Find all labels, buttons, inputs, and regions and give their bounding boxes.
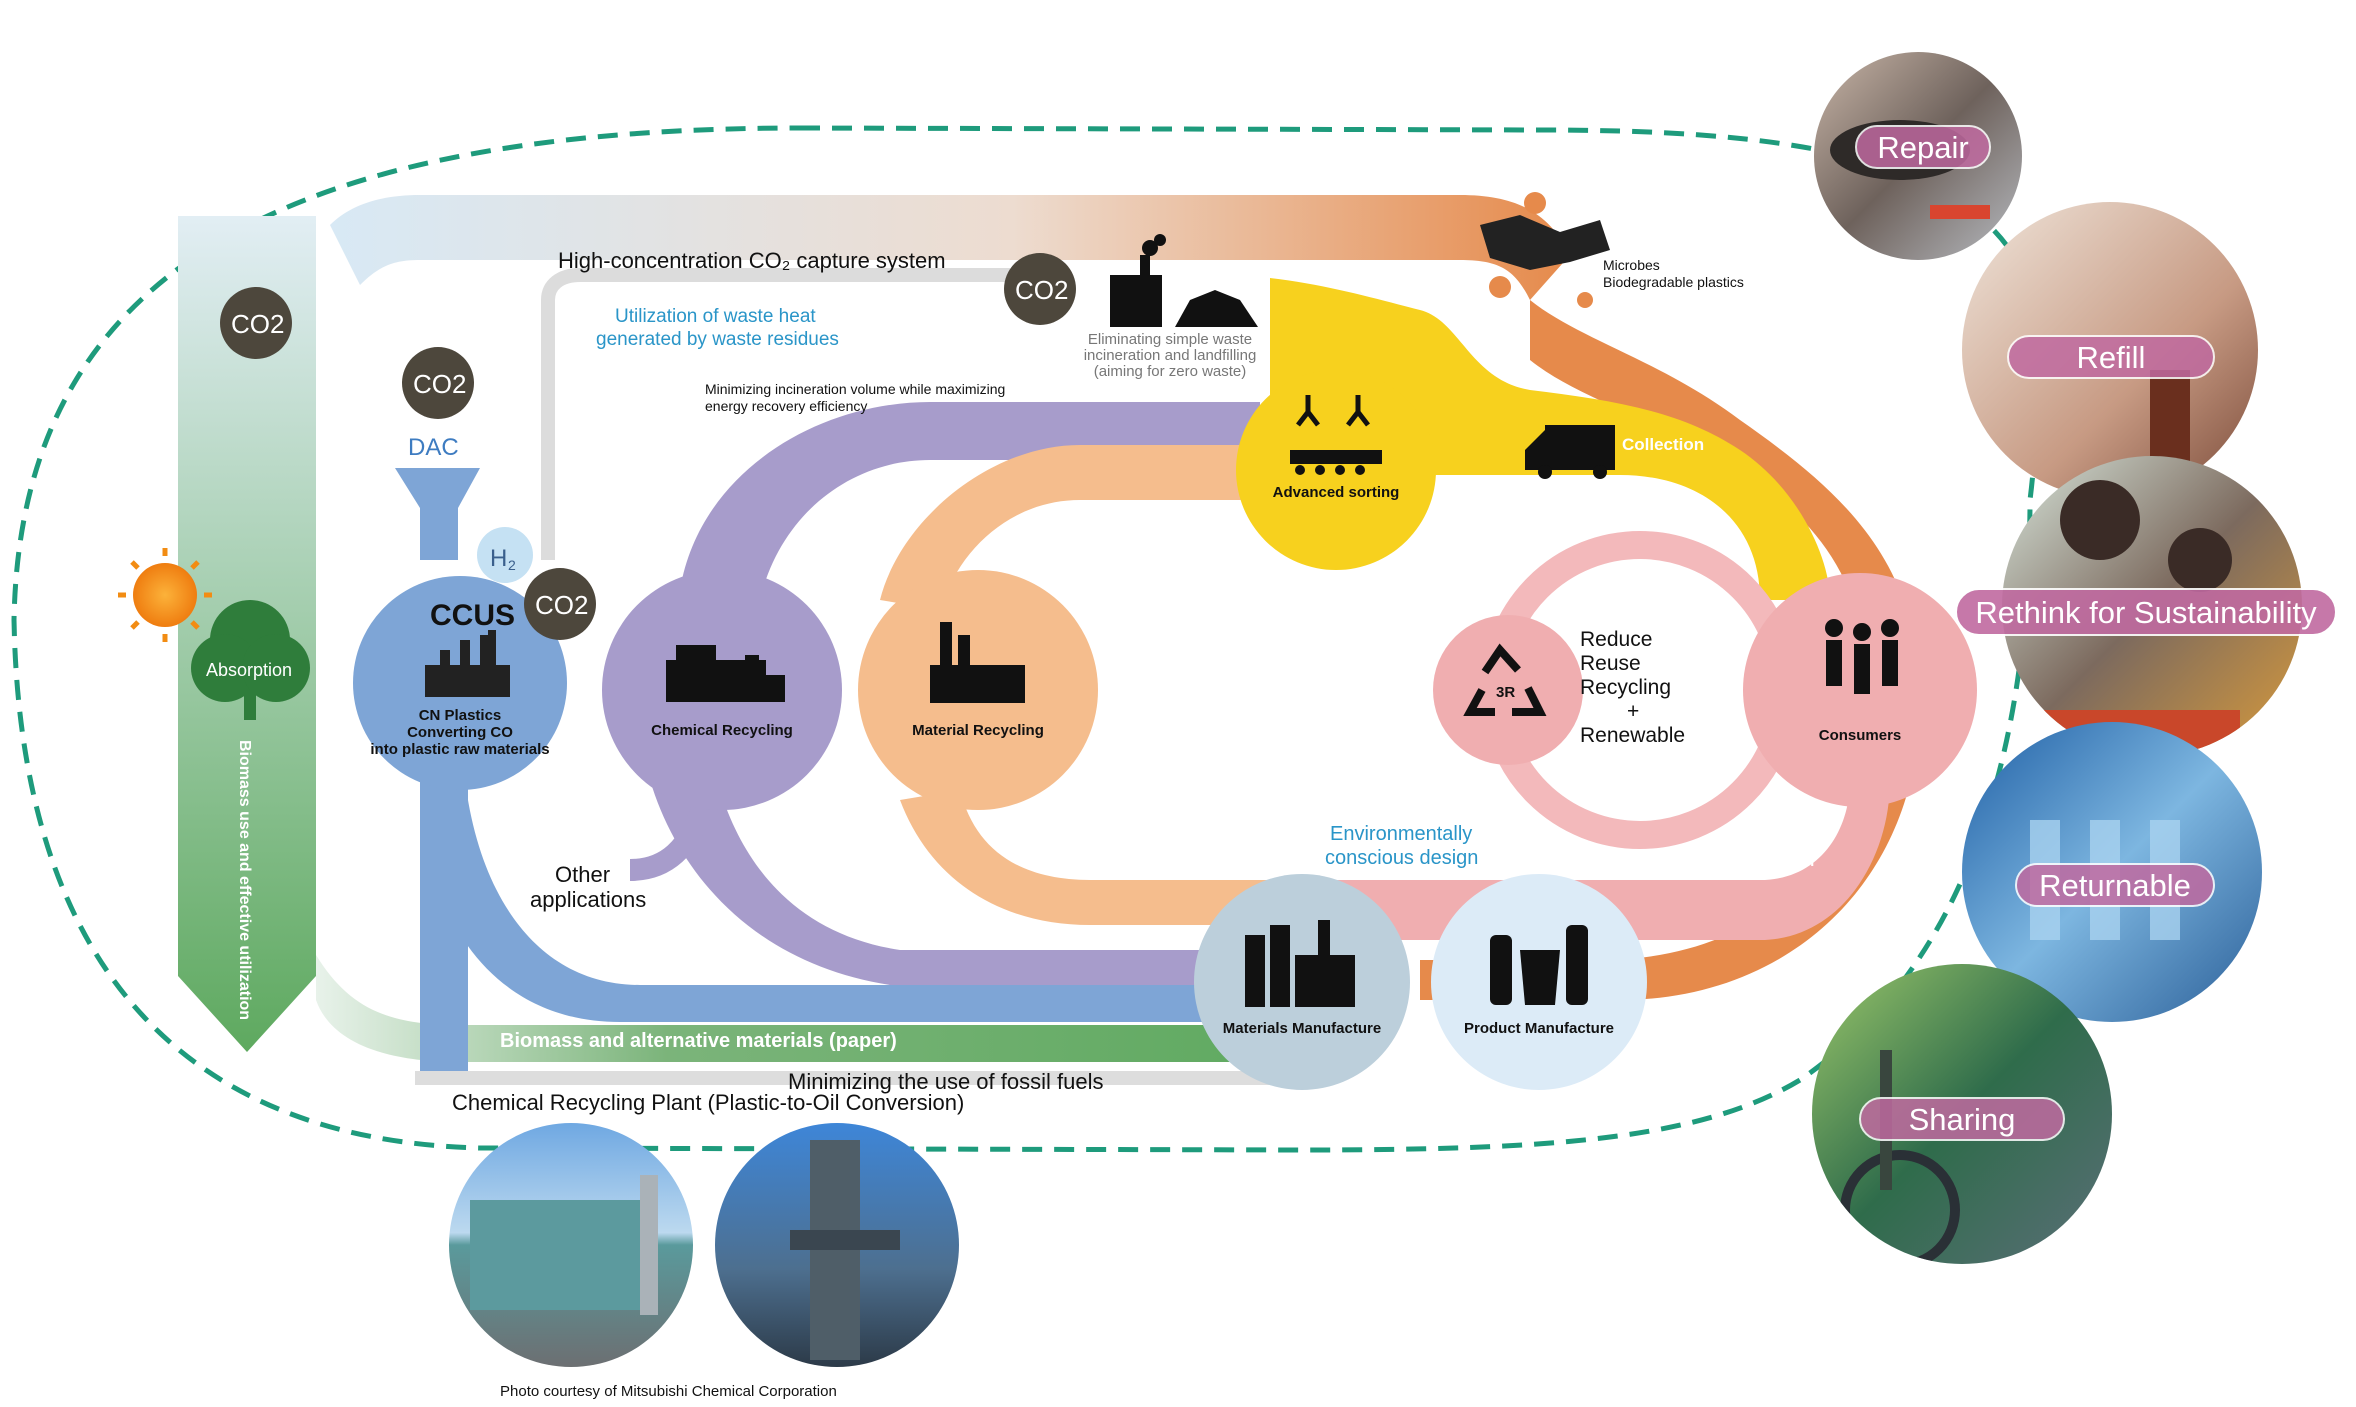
co2-bubble-capture: CO2 bbox=[1004, 253, 1076, 325]
h2-bubble: H 2 bbox=[477, 527, 533, 583]
materials-manufacture-label: Materials Manufacture bbox=[1223, 1020, 1381, 1037]
co2-capture-line bbox=[541, 268, 1010, 560]
3r-recycling: Recycling bbox=[1580, 676, 1671, 699]
repair-pill[interactable]: Repair bbox=[1855, 125, 1991, 169]
co2-bubble-dac: CO2 bbox=[402, 347, 474, 419]
co2-label: CO2 bbox=[535, 590, 588, 620]
rethink-pill-label: Rethink for Sustainability bbox=[1975, 595, 2317, 630]
material-recycling-label: Material Recycling bbox=[912, 722, 1044, 739]
waste-heat-line1: Utilization of waste heat bbox=[615, 306, 816, 327]
distribution-label: Distribution bbox=[1730, 853, 1814, 870]
top-arc-band bbox=[330, 195, 1570, 300]
cn-plastics-line2: Converting CO bbox=[407, 724, 513, 741]
people-icon bbox=[1825, 619, 1899, 694]
purple-loop-bottom bbox=[650, 780, 1320, 985]
cn-plastics-line3: into plastic raw materials bbox=[370, 741, 549, 758]
returnable-pill-label: Returnable bbox=[2039, 868, 2191, 903]
light-orange-loop bbox=[880, 445, 1250, 610]
landfill-icon bbox=[1175, 290, 1258, 327]
bottles-bags-icon bbox=[1490, 925, 1588, 1005]
recycle-icon bbox=[1463, 643, 1547, 716]
other-applications-line2: applications bbox=[530, 887, 646, 912]
eliminating-line2: incineration and landfilling bbox=[1084, 347, 1257, 364]
minimizing-incineration-line2: energy recovery efficiency bbox=[705, 398, 867, 414]
returnable-pill[interactable]: Returnable bbox=[2015, 863, 2215, 907]
h2-subscript: 2 bbox=[508, 557, 516, 573]
plant-photo-1 bbox=[449, 1123, 693, 1367]
dac-label: DAC bbox=[408, 434, 459, 461]
co2-bubble-column: CO2 bbox=[220, 287, 292, 359]
orange-outer-loop bbox=[1420, 300, 1920, 1000]
biomass-band bbox=[316, 955, 1320, 1062]
product-manufacture-label: Product Manufacture bbox=[1464, 1020, 1614, 1037]
chemical-plant-icon bbox=[425, 630, 510, 697]
refill-pill-label: Refill bbox=[2077, 340, 2146, 375]
minimizing-incineration-line1: Minimizing incineration volume while max… bbox=[705, 381, 1005, 397]
other-applications-branch bbox=[629, 796, 716, 881]
waste-heat-line2: generated by waste residues bbox=[596, 329, 839, 350]
plant-caption: Chemical Recycling Plant (Plastic-to-Oil… bbox=[452, 1090, 964, 1115]
3r-reduce: Reduce bbox=[1580, 628, 1652, 651]
biodegradable-icon bbox=[1480, 192, 1610, 308]
dac-funnel bbox=[395, 468, 480, 560]
ccus-title: CCUS bbox=[430, 599, 515, 632]
biomass-band-label: Biomass and alternative materials (paper… bbox=[500, 1030, 897, 1052]
light-orange-loop-bottom bbox=[900, 790, 1320, 925]
env-design-line1: Environmentally bbox=[1330, 823, 1472, 845]
tree-icon bbox=[191, 600, 310, 720]
factory-icon bbox=[666, 645, 785, 702]
cn-plastics-line1: CN Plastics bbox=[419, 707, 502, 724]
3r-renewable: Renewable bbox=[1580, 724, 1685, 747]
manufacturing-plant-icon bbox=[1245, 920, 1355, 1007]
truck-icon bbox=[1525, 425, 1615, 479]
co2-bubble-ccus: CO2 bbox=[524, 568, 596, 640]
eliminating-line1: Eliminating simple waste bbox=[1088, 331, 1252, 348]
biodegradable-label: Biodegradable plastics bbox=[1603, 274, 1744, 290]
co2-label: CO2 bbox=[231, 309, 284, 339]
incinerator-icon bbox=[1110, 234, 1166, 327]
advanced-sorting-label: Advanced sorting bbox=[1273, 484, 1400, 501]
sun-icon bbox=[118, 548, 212, 642]
3r-plus: + bbox=[1627, 700, 1639, 723]
plant-photo-2 bbox=[715, 1123, 959, 1367]
refill-pill[interactable]: Refill bbox=[2007, 335, 2215, 379]
sharing-pill[interactable]: Sharing bbox=[1859, 1097, 2065, 1141]
sorting-machine-icon bbox=[1290, 395, 1382, 475]
absorption-label: Absorption bbox=[206, 660, 292, 680]
biomass-vertical-label: Biomass use and effective utilization bbox=[236, 740, 253, 1020]
microbes-label: Microbes bbox=[1603, 257, 1660, 273]
chemical-recycling-label: Chemical Recycling bbox=[651, 722, 793, 739]
other-applications-line1: Other bbox=[555, 862, 610, 887]
high-concentration-label: High-concentration CO₂ capture system bbox=[558, 248, 946, 273]
h2-label: H bbox=[490, 545, 507, 572]
eliminating-line3: (aiming for zero waste) bbox=[1094, 363, 1247, 380]
env-design-line2: conscious design bbox=[1325, 847, 1478, 869]
repair-pill-label: Repair bbox=[1877, 130, 1968, 165]
consumers-label: Consumers bbox=[1819, 727, 1902, 744]
co2-label: CO2 bbox=[413, 369, 466, 399]
3r-node bbox=[1433, 615, 1583, 765]
rethink-pill[interactable]: Rethink for Sustainability bbox=[1955, 588, 2337, 636]
sharing-pill-label: Sharing bbox=[1909, 1102, 2016, 1137]
pink-band bbox=[1320, 780, 1890, 940]
photo-credit: Photo courtesy of Mitsubishi Chemical Co… bbox=[500, 1383, 837, 1400]
factory-icon bbox=[930, 622, 1025, 703]
co2-label: CO2 bbox=[1015, 275, 1068, 305]
3r-icon-label: 3R bbox=[1496, 684, 1515, 701]
collection-label: Collection bbox=[1622, 435, 1704, 454]
3r-reuse: Reuse bbox=[1580, 652, 1641, 675]
fossil-label: Minimizing the use of fossil fuels bbox=[788, 1069, 1103, 1094]
